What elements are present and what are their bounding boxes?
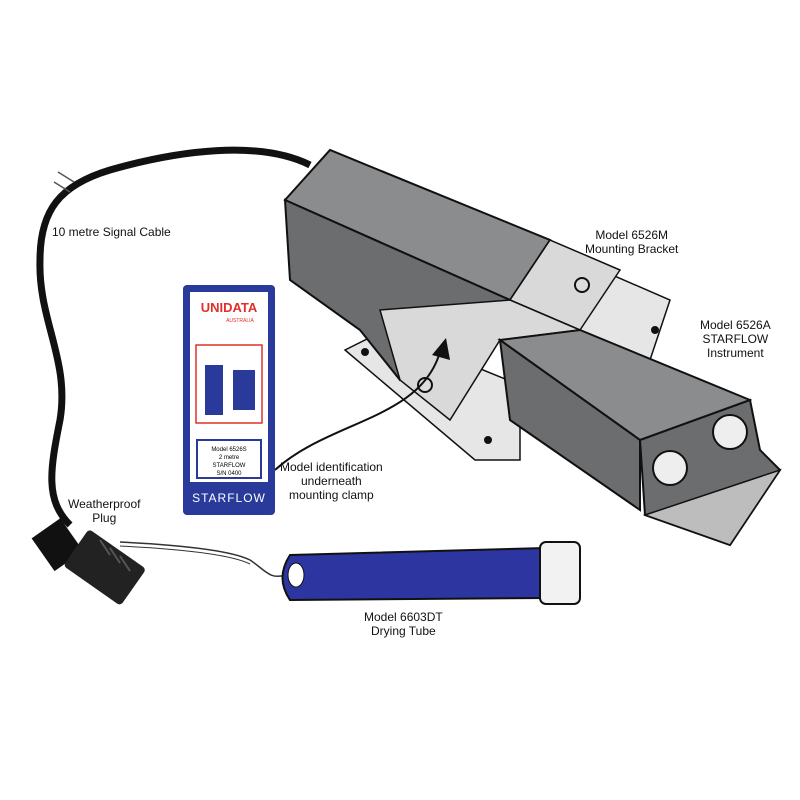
- svg-text:2 metre: 2 metre: [219, 455, 240, 461]
- svg-text:UNIDATA: UNIDATA: [201, 300, 258, 315]
- svg-text:STARFLOW: STARFLOW: [213, 463, 246, 469]
- model-id-card: UNIDATA AUSTRALIA Model 6526S 2 metre ST…: [183, 285, 275, 515]
- pointer-arrow: [274, 351, 441, 471]
- weatherproof-plug: [31, 518, 145, 605]
- cable-break-mark: [53, 171, 75, 193]
- tube-hose: [119, 541, 286, 577]
- label-signal-cable: 10 metre Signal Cable: [52, 225, 171, 239]
- starflow-instrument: [283, 148, 782, 547]
- svg-text:AUSTRALIA: AUSTRALIA: [226, 318, 254, 324]
- drying-tube: [281, 541, 581, 605]
- svg-text:S/N 0400: S/N 0400: [216, 471, 242, 477]
- svg-text:STARFLOW: STARFLOW: [192, 491, 266, 505]
- signal-cable: [36, 146, 312, 528]
- svg-text:Model 6526S: Model 6526S: [211, 447, 246, 453]
